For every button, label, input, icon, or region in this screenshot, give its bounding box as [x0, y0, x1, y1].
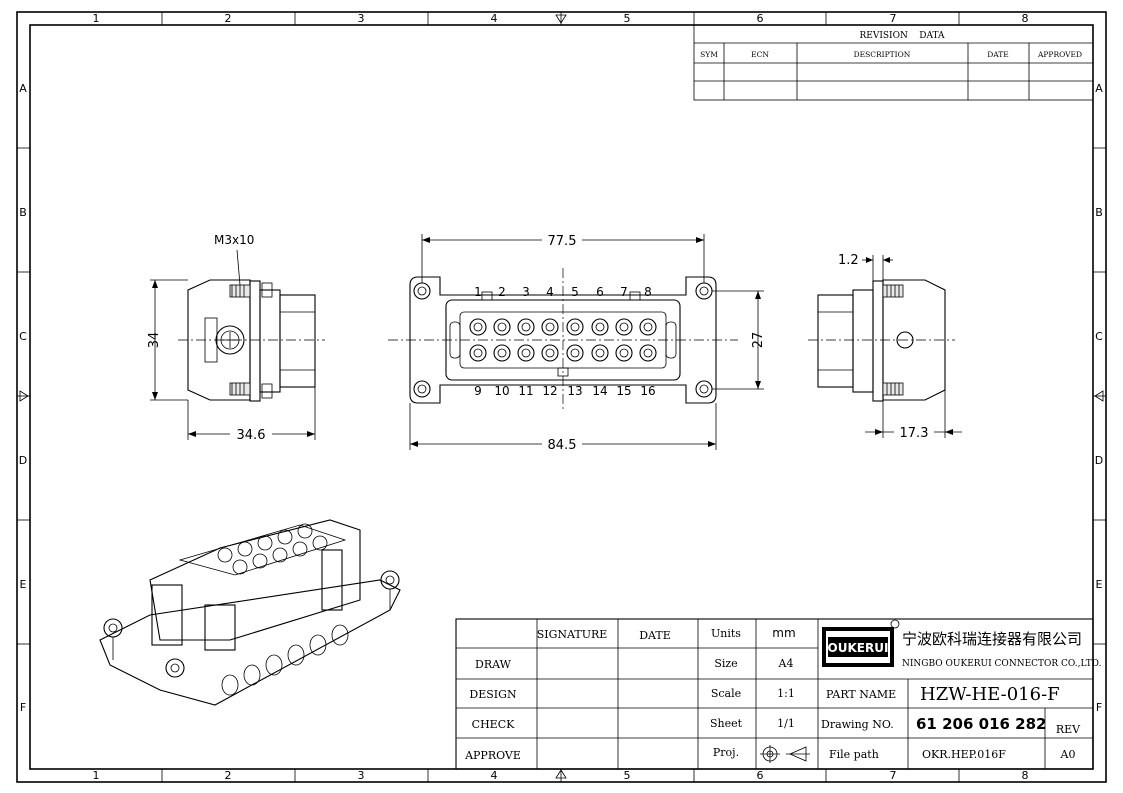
col-label-8: 8: [1022, 12, 1029, 25]
units-label: Units: [711, 627, 741, 640]
row-label-b-right: B: [1095, 206, 1103, 219]
size-label: Size: [714, 657, 737, 670]
col-label-4-bottom: 4: [491, 769, 498, 782]
revision-col-sym: SYM: [700, 50, 718, 59]
row-label-a: A: [19, 82, 27, 95]
row-label-f-right: F: [1096, 701, 1102, 714]
right-side-view: 1.2 17.3: [808, 253, 962, 441]
front-top-dim: 77.5: [548, 234, 577, 249]
col-label-3-bottom: 3: [358, 769, 365, 782]
scale-label: Scale: [711, 687, 741, 700]
part-name-label: PART NAME: [826, 688, 896, 701]
sheet-value: 1/1: [777, 717, 795, 730]
pin-label-16: 16: [640, 384, 655, 398]
pin-array: [469, 318, 657, 362]
right-top-dim: 1.2: [838, 253, 859, 268]
drawing-no-label: Drawing NO.: [821, 718, 894, 731]
scale-value: 1:1: [777, 687, 795, 700]
row-label-f: F: [20, 701, 26, 714]
pin-label-10: 10: [494, 384, 509, 398]
revision-col-description: DESCRIPTION: [854, 50, 911, 59]
col-label-7: 7: [890, 12, 897, 25]
screw-callout: M3x10: [214, 233, 254, 247]
projection-symbol-icon: [760, 745, 810, 763]
pin-label-12: 12: [542, 384, 557, 398]
pin-label-4: 4: [546, 285, 554, 299]
pin-label-7: 7: [620, 285, 628, 299]
pin-label-3: 3: [522, 285, 530, 299]
col-label-7-bottom: 7: [890, 769, 897, 782]
units-value: mm: [772, 626, 795, 640]
pin-label-14: 14: [592, 384, 607, 398]
left-width-dim: 34.6: [237, 428, 266, 443]
row-label-b: B: [19, 206, 27, 219]
row-label-a-right: A: [1095, 82, 1103, 95]
revision-col-date: DATE: [987, 50, 1009, 59]
front-view: 1 2 3 4 5 6 7 8 9 10 11 12 13 14 15 16 7…: [388, 232, 766, 453]
file-path-value: OKR.HEP.016F: [922, 748, 1006, 761]
col-label-5-bottom: 5: [624, 769, 631, 782]
logo-text: OUKERUI: [828, 641, 889, 655]
row-label-d-right: D: [1095, 454, 1103, 467]
col-label-4: 4: [491, 12, 498, 25]
left-side-view: 34 34.6 M3x10: [147, 233, 325, 443]
front-bottom-dim: 84.5: [548, 438, 577, 453]
pin-numbers-bottom: 9 10 11 12 13 14 15 16: [474, 384, 655, 398]
col-label-2-bottom: 2: [225, 769, 232, 782]
pin-label-6: 6: [596, 285, 604, 299]
revision-table: REVISION DATA SYM ECN DESCRIPTION DATE A…: [693, 24, 1094, 101]
col-label-1: 1: [93, 12, 100, 25]
pin-label-1: 1: [474, 285, 482, 299]
signature-header: SIGNATURE: [537, 628, 608, 641]
pin-label-11: 11: [518, 384, 533, 398]
revision-header: REVISION DATA: [859, 31, 945, 41]
col-label-6-bottom: 6: [757, 769, 764, 782]
company-name-cn: 宁波欧科瑞连接器有限公司: [902, 630, 1082, 648]
rev-label: REV: [1056, 723, 1081, 736]
file-path-label: File path: [829, 748, 879, 761]
row-label-d: D: [19, 454, 27, 467]
sheet-label: Sheet: [710, 717, 743, 730]
col-label-8-bottom: 8: [1022, 769, 1029, 782]
revision-col-approved: APPROVED: [1037, 50, 1082, 59]
size-value: A4: [778, 657, 794, 670]
pin-numbers-top: 1 2 3 4 5 6 7 8: [474, 285, 652, 299]
col-label-5: 5: [624, 12, 631, 25]
row-label-c-right: C: [1095, 330, 1103, 343]
draw-label: DRAW: [475, 658, 512, 671]
company-name-en: NINGBO OUKERUI CONNECTOR CO.,LTD.: [902, 659, 1102, 669]
row-label-e: E: [20, 578, 27, 591]
rev-value: A0: [1060, 748, 1076, 761]
zone-labels: 1 2 3 4 5 6 7 8 1 2 3 4 5 6 7 8 A B C D …: [19, 12, 1103, 782]
proj-label: Proj.: [713, 746, 739, 759]
col-label-6: 6: [757, 12, 764, 25]
title-block: SIGNATURE DATE DRAW DESIGN CHECK APPROVE…: [455, 618, 1102, 770]
left-height-dim: 34: [147, 332, 162, 349]
pin-label-13: 13: [567, 384, 582, 398]
pin-label-2: 2: [498, 285, 506, 299]
part-name-value: HZW-HE-016-F: [920, 684, 1060, 705]
row-label-e-right: E: [1096, 578, 1103, 591]
drawing-no-value: 61 206 016 282: [916, 715, 1046, 733]
isometric-view: [99, 519, 401, 706]
col-label-3: 3: [358, 12, 365, 25]
front-right-dim: 27: [751, 332, 766, 349]
company-logo: OUKERUI: [822, 619, 900, 667]
design-label: DESIGN: [469, 688, 517, 701]
revision-col-ecn: ECN: [751, 50, 769, 59]
pin-label-15: 15: [616, 384, 631, 398]
date-header: DATE: [639, 629, 671, 642]
approve-label: APPROVE: [464, 749, 521, 762]
col-label-1-bottom: 1: [93, 769, 100, 782]
check-label: CHECK: [472, 718, 515, 731]
pin-label-9: 9: [474, 384, 482, 398]
pin-label-5: 5: [571, 285, 579, 299]
row-label-c: C: [19, 330, 27, 343]
right-bottom-dim: 17.3: [900, 426, 929, 441]
pin-label-8: 8: [644, 285, 652, 299]
col-label-2: 2: [225, 12, 232, 25]
